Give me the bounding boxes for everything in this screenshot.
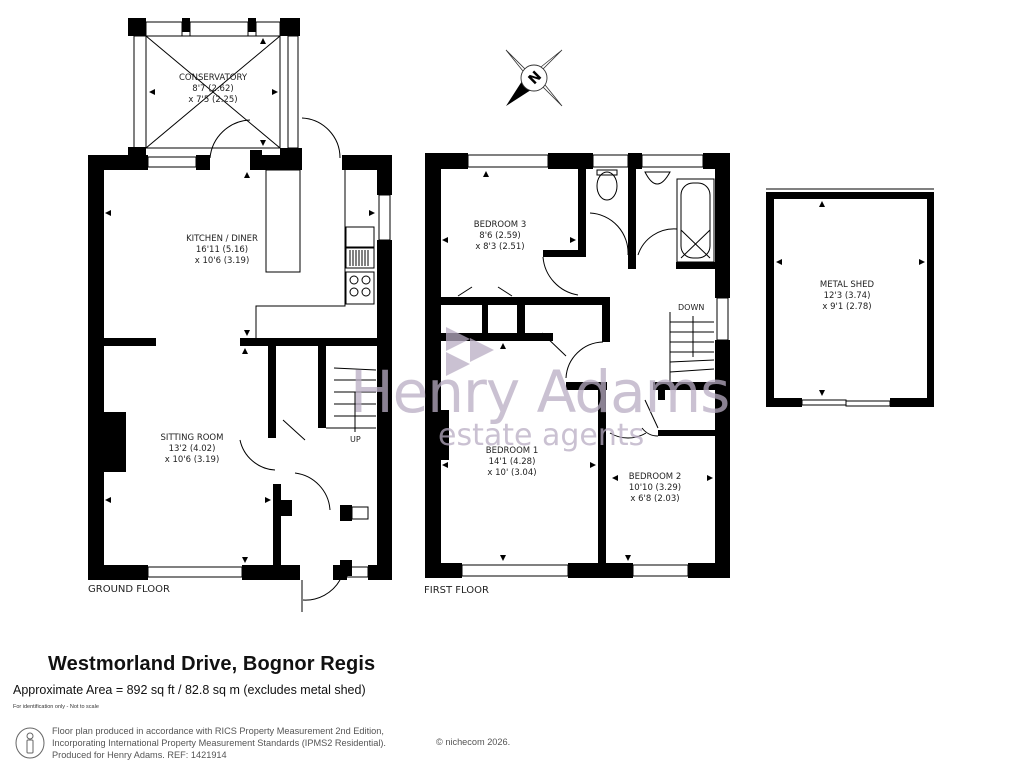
room-dim: x 10'6 (3.19)	[164, 455, 220, 465]
room-name: BEDROOM 1	[485, 446, 539, 456]
watermark-logo	[446, 327, 494, 376]
room-name: SITTING ROOM	[160, 433, 224, 443]
room-sitting-room: SITTING ROOM 13'2 (4.02) x 10'6 (3.19)	[161, 433, 224, 466]
dimension-arrows	[105, 38, 925, 563]
floor-plan-drawing: N	[88, 18, 934, 612]
footer-text: Floor plan produced in accordance with R…	[52, 725, 386, 761]
compass-icon: N	[505, 49, 563, 107]
stairs-up-label: UP	[350, 435, 361, 444]
room-dim: x 10'6 (3.19)	[194, 256, 250, 266]
room-name: BEDROOM 2	[628, 472, 682, 482]
room-dim: 10'10 (3.29)	[628, 483, 682, 493]
approximate-area: Approximate Area = 892 sq ft / 82.8 sq m…	[13, 683, 366, 697]
room-dim: 13'2 (4.02)	[168, 444, 216, 454]
room-name: METAL SHED	[819, 280, 875, 290]
room-bedroom-3: BEDROOM 3 8'6 (2.59) x 8'3 (2.51)	[474, 220, 526, 253]
room-metal-shed: METAL SHED 12'3 (3.74) x 9'1 (2.78)	[820, 280, 874, 313]
room-name: BEDROOM 3	[473, 220, 527, 230]
room-name: KITCHEN / DINER	[186, 234, 258, 244]
ground-floor-label: GROUND FLOOR	[88, 584, 170, 595]
footer-line-3: Produced for Henry Adams. REF: 1421914	[52, 750, 227, 760]
room-bedroom-2: BEDROOM 2 10'10 (3.29) x 6'8 (2.03)	[629, 472, 681, 505]
first-floor-lines	[457, 154, 729, 577]
room-dim: 8'6 (2.59)	[479, 231, 521, 241]
copyright: © nichecom 2026.	[436, 737, 511, 747]
footer-line-1: Floor plan produced in accordance with R…	[52, 726, 384, 736]
sink-stripes	[349, 250, 369, 266]
first-floor-label: FIRST FLOOR	[424, 585, 489, 596]
room-dim: 12'3 (3.74)	[823, 291, 871, 301]
floor-plan: N	[88, 18, 934, 612]
room-dim: x 9'1 (2.78)	[822, 302, 872, 312]
room-dim: x 6'8 (2.03)	[630, 494, 680, 504]
stairs-down-label: DOWN	[678, 303, 705, 312]
room-dim: x 10' (3.04)	[487, 468, 537, 478]
room-kitchen-diner: KITCHEN / DINER 16'11 (5.16) x 10'6 (3.1…	[186, 234, 258, 267]
room-dim: 8'7 (2.62)	[192, 84, 234, 94]
watermark-brand: Henry Adams	[350, 358, 730, 426]
room-bedroom-1: BEDROOM 1 14'1 (4.28) x 10' (3.04)	[486, 446, 538, 479]
ground-floor	[88, 18, 392, 580]
room-conservatory: CONSERVATORY 8'7 (2.62) x 7'5 (2.25)	[179, 73, 247, 106]
disclaimer-note: For identification only - Not to scale	[13, 704, 99, 710]
room-dim: x 8'3 (2.51)	[475, 242, 525, 252]
room-name: CONSERVATORY	[178, 73, 248, 83]
room-dim: 16'11 (5.16)	[195, 245, 249, 255]
metal-shed	[766, 192, 934, 407]
watermark-tagline: estate agents	[438, 418, 645, 453]
first-floor	[425, 153, 730, 578]
property-title: Westmorland Drive, Bognor Regis	[48, 653, 376, 675]
room-dim: x 7'5 (2.25)	[188, 95, 238, 105]
person-icon	[15, 727, 45, 759]
footer-line-2: Incorporating International Property Mea…	[52, 738, 386, 748]
ground-floor-lines	[133, 21, 391, 612]
room-dim: 14'1 (4.28)	[488, 457, 536, 467]
